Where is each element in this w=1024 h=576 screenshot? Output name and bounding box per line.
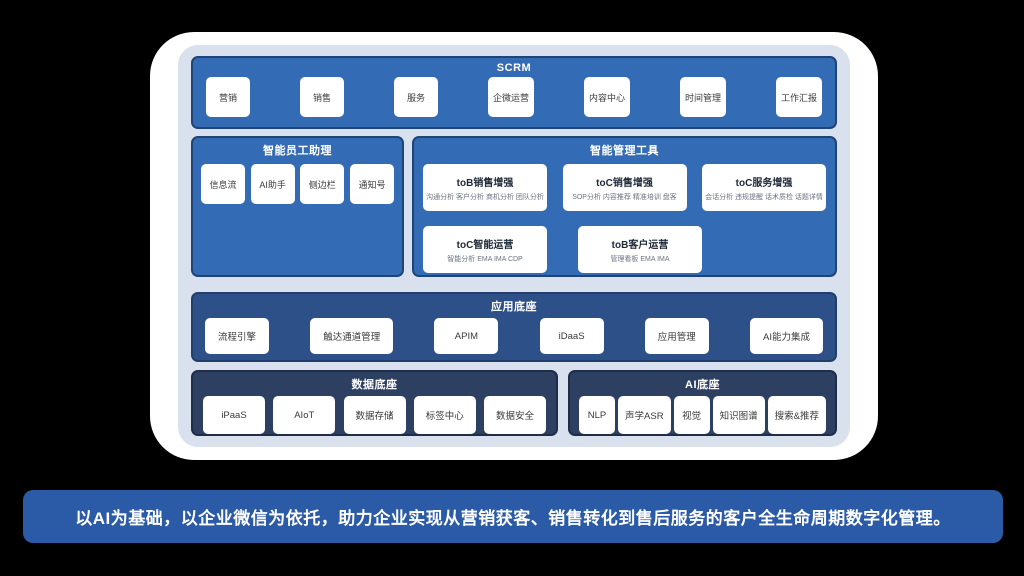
assistant-feature-box: AI助手: [250, 164, 295, 204]
capability-card-title: toC销售增强: [596, 177, 653, 189]
capability-card-subtitle: 会话分析 违规提醒 话术质检 话题详情: [705, 193, 823, 201]
scrm-feature-box: 时间管理: [679, 77, 726, 117]
ai-base-feature-box: 视觉: [673, 396, 710, 434]
scrm-box-row: 营销 销售 服务 企微运营 内容中心 时间管理 工作汇报: [193, 77, 835, 117]
data-base-box-row: iPaaS AIoT 数据存储 标签中心 数据安全: [193, 396, 556, 434]
capability-card-subtitle: 沟通分析 客户分析 商机分析 团队分析: [426, 193, 544, 201]
capability-card: toC服务增强 会话分析 违规提醒 话术质检 话题详情: [702, 164, 826, 211]
scrm-feature-box: 营销: [206, 77, 250, 117]
data-base-feature-box: AIoT: [273, 396, 336, 434]
footer-banner: 以AI为基础，以企业微信为依托，助力企业实现从营销获客、销售转化到售后服务的客户…: [23, 490, 1003, 543]
app-base-feature-box: 触达通道管理: [310, 318, 394, 354]
capability-card-subtitle: 智能分析 EMA IMA CDP: [447, 255, 523, 263]
capability-card-title: toB销售增强: [456, 177, 514, 189]
middle-row: 智能员工助理 信息流 AI助手 侧边栏 通知号 智能管理工具: [191, 136, 837, 277]
app-base-panel-title: 应用底座: [491, 301, 537, 313]
assistant-feature-box: 通知号: [349, 164, 394, 204]
ai-base-feature-box: 知识图谱: [712, 396, 765, 434]
ai-base-feature-box: NLP: [579, 396, 615, 434]
bottom-row: 数据底座 iPaaS AIoT 数据存储 标签中心 数据安全 AI: [191, 370, 837, 436]
assistant-box-row: 信息流 AI助手 侧边栏 通知号: [193, 164, 402, 204]
ai-base-box-row: NLP 声学ASR 视觉 知识图谱 搜索&推荐: [570, 396, 835, 434]
scrm-panel: SCRM 营销 销售 服务 企微运营 内容中心 时间管理 工作汇报: [191, 56, 837, 129]
assistant-panel-title: 智能员工助理: [263, 145, 332, 157]
management-panel-title: 智能管理工具: [590, 145, 659, 157]
data-base-feature-box: 数据安全: [484, 396, 546, 434]
capability-card: toB销售增强 沟通分析 客户分析 商机分析 团队分析: [423, 164, 547, 211]
capability-card-subtitle: 管理看板 EMA IMA: [610, 255, 670, 263]
management-card-row-1: toB销售增强 沟通分析 客户分析 商机分析 团队分析 toC销售增强 SOP分…: [414, 164, 835, 211]
app-base-feature-box: 流程引擎: [205, 318, 270, 354]
ai-base-feature-box: 搜索&推荐: [767, 396, 826, 434]
data-base-feature-box: 数据存储: [343, 396, 406, 434]
capability-card-title: toC服务增强: [735, 177, 793, 189]
app-base-box-row: 流程引擎 触达通道管理 APIM iDaaS 应用管理 AI能力集成: [193, 318, 835, 354]
scrm-feature-box: 销售: [299, 77, 344, 117]
assistant-panel: 智能员工助理 信息流 AI助手 侧边栏 通知号: [191, 136, 404, 277]
data-base-feature-box: 标签中心: [413, 396, 476, 434]
scrm-feature-box: 工作汇报: [775, 77, 822, 117]
architecture-inset: SCRM 营销 销售 服务 企微运营 内容中心 时间管理 工作汇报: [178, 45, 850, 447]
ai-base-feature-box: 声学ASR: [618, 396, 671, 434]
capability-card-title: toC智能运营: [456, 239, 514, 251]
data-base-panel-title: 数据底座: [351, 379, 398, 391]
app-base-feature-box: APIM: [434, 318, 499, 354]
data-base-panel: 数据底座 iPaaS AIoT 数据存储 标签中心 数据安全: [191, 370, 558, 436]
capability-card: toC智能运营 智能分析 EMA IMA CDP: [423, 226, 547, 273]
scrm-feature-box: 内容中心: [583, 77, 630, 117]
scrm-panel-title: SCRM: [496, 62, 532, 74]
management-panel: 智能管理工具 toB销售增强 沟通分析 客户分析 商机分析 团队分析 toC销售…: [412, 136, 837, 277]
capability-card: toC销售增强 SOP分析 内容推荐 精准培训 盘客: [562, 164, 687, 211]
assistant-feature-box: 信息流: [201, 164, 245, 204]
app-base-feature-box: AI能力集成: [749, 318, 823, 354]
scrm-feature-box: 企微运营: [487, 77, 534, 117]
capability-card: toB客户运营 管理看板 EMA IMA: [578, 226, 702, 273]
assistant-feature-box: 侧边栏: [300, 164, 345, 204]
architecture-card: SCRM 营销 销售 服务 企微运营 内容中心 时间管理 工作汇报: [150, 32, 878, 460]
app-base-panel: 应用底座 流程引擎 触达通道管理 APIM iDaaS 应用管理 AI能力集成: [191, 292, 837, 362]
ai-base-panel: AI底座 NLP 声学ASR 视觉 知识图谱 搜索&推荐: [568, 370, 837, 436]
app-base-feature-box: 应用管理: [644, 318, 709, 354]
capability-card-subtitle: SOP分析 内容推荐 精准培训 盘客: [572, 193, 677, 201]
app-base-feature-box: iDaaS: [539, 318, 604, 354]
management-card-row-2: toC智能运营 智能分析 EMA IMA CDP toB客户运营 管理看板 EM…: [414, 226, 835, 273]
scrm-feature-box: 服务: [393, 77, 438, 117]
ai-base-panel-title: AI底座: [685, 379, 720, 391]
capability-card-title: toB客户运营: [611, 239, 669, 251]
data-base-feature-box: iPaaS: [203, 396, 265, 434]
